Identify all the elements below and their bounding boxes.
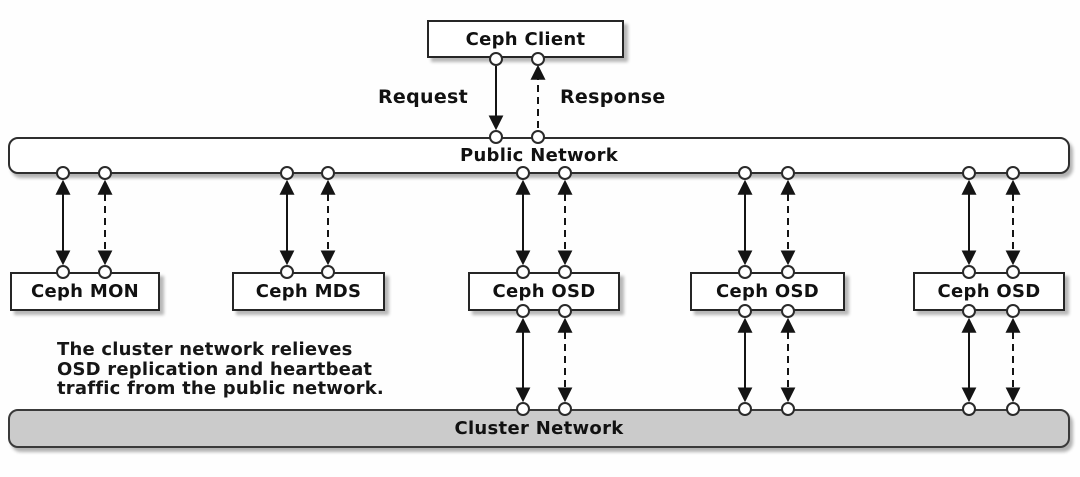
osd3-public-arrows	[961, 179, 1021, 266]
osd2-public-arrows	[737, 179, 796, 266]
caption-line-3: traffic from the public network.	[57, 378, 384, 399]
caption-line-1: The cluster network relieves	[57, 339, 353, 360]
caption-line-2: OSD replication and heartbeat	[57, 358, 373, 380]
ceph-osd-box-1: Ceph OSD	[468, 272, 620, 311]
mds-public-arrows	[279, 179, 336, 266]
ceph-client-box: Ceph Client	[427, 20, 624, 58]
osd2-cluster-arrows	[737, 317, 796, 403]
ceph-osd-label-2: Ceph OSD	[716, 281, 819, 302]
public-network-label: Public Network	[459, 145, 619, 166]
ceph-mon-label: Ceph MON	[30, 281, 140, 302]
request-label: Request	[378, 86, 469, 108]
cluster-network-bar: Cluster Network	[8, 409, 1070, 448]
ceph-client-label: Ceph Client	[465, 28, 586, 50]
ceph-osd-label-3: Ceph OSD	[937, 281, 1041, 302]
ceph-osd-box-2: Ceph OSD	[690, 272, 845, 311]
mon-public-arrows	[55, 179, 113, 266]
ceph-osd-label-1: Ceph OSD	[492, 281, 596, 302]
cluster-network-label: Cluster Network	[454, 418, 624, 439]
osd3-cluster-arrows	[961, 317, 1021, 403]
response-label: Response	[560, 86, 666, 108]
ceph-mds-label: Ceph MDS	[255, 281, 362, 302]
osd1-public-arrows	[515, 179, 573, 266]
ceph-mon-box: Ceph MON	[10, 272, 160, 311]
ceph-osd-box-3: Ceph OSD	[913, 272, 1065, 311]
public-network-bar: Public Network	[8, 137, 1070, 174]
ceph-mds-box: Ceph MDS	[232, 272, 385, 311]
osd1-cluster-arrows	[515, 317, 573, 403]
cluster-network-caption: The cluster network relieves OSD replica…	[57, 340, 384, 399]
